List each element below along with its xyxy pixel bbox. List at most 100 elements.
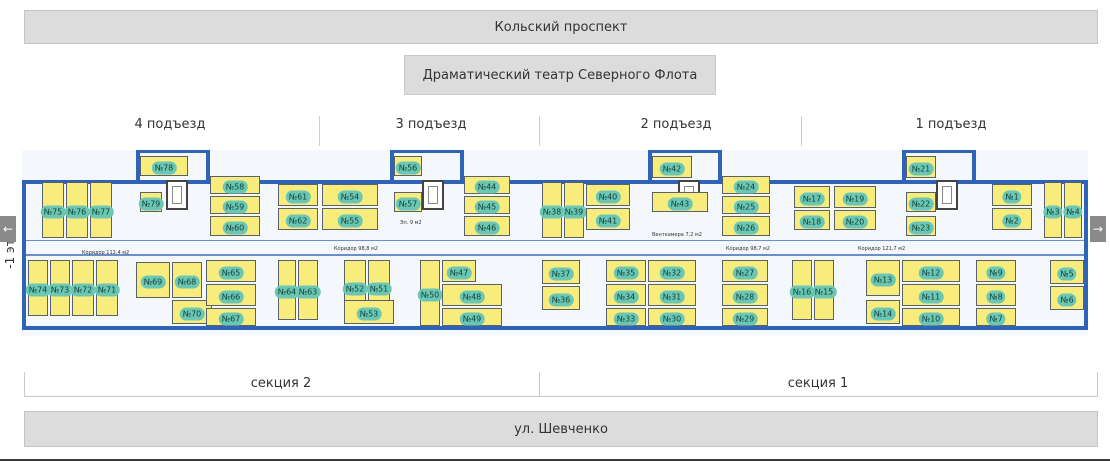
- apartment-number-badge[interactable]: №38: [539, 205, 565, 219]
- apartment-number-badge[interactable]: №27: [732, 266, 758, 280]
- entrance-3-label: 3 подъезд: [395, 117, 467, 132]
- apartment-number-badge[interactable]: №39: [561, 205, 587, 219]
- plan-wall: [902, 150, 976, 153]
- apartment-number-badge[interactable]: №36: [548, 293, 574, 307]
- apartment-number-badge[interactable]: №42: [659, 162, 685, 176]
- apartment-number-badge[interactable]: №1: [1002, 190, 1022, 204]
- apartment-number-badge[interactable]: №23: [908, 221, 934, 235]
- apartment-number-badge[interactable]: №59: [222, 200, 248, 214]
- apartment-number-badge[interactable]: №72: [70, 283, 96, 297]
- apartment-number-badge[interactable]: №57: [395, 197, 421, 211]
- apartment-number-badge[interactable]: №18: [799, 215, 825, 229]
- apartment-number-badge[interactable]: №46: [474, 221, 500, 235]
- apartment-number-badge[interactable]: №8: [986, 290, 1006, 304]
- plan-wall: [972, 150, 976, 184]
- apartment-number-badge[interactable]: №43: [667, 197, 693, 211]
- apartment-number-badge[interactable]: №44: [474, 180, 500, 194]
- plan-wall: [460, 150, 464, 184]
- corridor-label: Коридор 121,7 м2: [858, 246, 906, 252]
- apartment-number-badge[interactable]: №37: [548, 267, 574, 281]
- apartment-number-badge[interactable]: №19: [842, 192, 868, 206]
- next-floor-button[interactable]: →: [1090, 216, 1106, 242]
- apartment-number-badge[interactable]: №69: [140, 275, 166, 289]
- apartment-number-badge[interactable]: №52: [342, 282, 368, 296]
- apartment-number-badge[interactable]: №50: [417, 288, 443, 302]
- apartment-number-badge[interactable]: №74: [25, 283, 51, 297]
- apartment-number-badge[interactable]: №9: [986, 266, 1006, 280]
- apartment-number-badge[interactable]: №26: [733, 221, 759, 235]
- apartment-number-badge[interactable]: №4: [1063, 205, 1083, 219]
- apartment-number-badge[interactable]: №7: [986, 312, 1006, 326]
- stairwell: [166, 180, 188, 210]
- apartment-number-badge[interactable]: №66: [218, 290, 244, 304]
- corridor-label: Коридор 112,4 м2: [82, 250, 130, 256]
- corridor-label: Эл. 9 м2: [400, 220, 422, 226]
- apartment-number-badge[interactable]: №2: [1002, 214, 1022, 228]
- apartment-number-badge[interactable]: №63: [295, 285, 321, 299]
- apartment-number-badge[interactable]: №20: [842, 215, 868, 229]
- apartment-number-badge[interactable]: №47: [446, 266, 472, 280]
- section-bracket: [1097, 372, 1098, 396]
- apartment-number-badge[interactable]: №53: [356, 307, 382, 321]
- apartment-number-badge[interactable]: №17: [799, 192, 825, 206]
- apartment-number-badge[interactable]: №40: [595, 190, 621, 204]
- apartment-number-badge[interactable]: №77: [88, 205, 114, 219]
- apartment-number-badge[interactable]: №6: [1057, 293, 1077, 307]
- apartment-number-badge[interactable]: №78: [151, 161, 177, 175]
- entrance-divider: [801, 116, 802, 146]
- stairwell: [422, 180, 444, 210]
- apartment-number-badge[interactable]: №62: [285, 214, 311, 228]
- entrance-2-label: 2 подъезд: [640, 117, 712, 132]
- apartment-number-badge[interactable]: №45: [474, 200, 500, 214]
- apartment-number-badge[interactable]: №32: [659, 266, 685, 280]
- apartment-number-badge[interactable]: №51: [366, 282, 392, 296]
- apartment-number-badge[interactable]: №12: [918, 266, 944, 280]
- apartment-number-badge[interactable]: №54: [337, 190, 363, 204]
- apartment-number-badge[interactable]: №79: [138, 197, 164, 211]
- apartment-number-badge[interactable]: №60: [222, 221, 248, 235]
- apartment-number-badge[interactable]: №3: [1043, 205, 1063, 219]
- apartment-number-badge[interactable]: №21: [908, 162, 934, 176]
- corridor-label: Венткамера 7,2 м2: [652, 232, 702, 238]
- apartment-number-badge[interactable]: №61: [285, 190, 311, 204]
- section-bracket: [24, 372, 25, 396]
- apartment-number-badge[interactable]: №76: [64, 205, 90, 219]
- apartment-number-badge[interactable]: №68: [174, 275, 200, 289]
- apartment-number-badge[interactable]: №28: [732, 290, 758, 304]
- section-bracket: [24, 396, 1098, 397]
- apartment-number-badge[interactable]: №29: [732, 312, 758, 326]
- apartment-number-badge[interactable]: №25: [733, 200, 759, 214]
- apartment-number-badge[interactable]: №10: [918, 312, 944, 326]
- plan-wall: [718, 150, 722, 184]
- section-2-label: секция 2: [250, 376, 312, 391]
- apartment-number-badge[interactable]: №15: [811, 285, 837, 299]
- apartment-number-badge[interactable]: №31: [659, 290, 685, 304]
- apartment-number-badge[interactable]: №33: [613, 312, 639, 326]
- apartment-number-badge[interactable]: №22: [908, 197, 934, 211]
- apartment-number-badge[interactable]: №71: [94, 283, 120, 297]
- apartment-number-badge[interactable]: №65: [218, 266, 244, 280]
- apartment-number-badge[interactable]: №41: [595, 214, 621, 228]
- apartment-number-badge[interactable]: №64: [274, 285, 300, 299]
- apartment-number-badge[interactable]: №75: [40, 205, 66, 219]
- apartment-number-badge[interactable]: №24: [733, 180, 759, 194]
- arrow-right-icon: →: [1092, 222, 1104, 236]
- apartment-number-badge[interactable]: №49: [459, 312, 485, 326]
- apartment-number-badge[interactable]: №73: [47, 283, 73, 297]
- apartment-number-badge[interactable]: №67: [218, 312, 244, 326]
- apartment-number-badge[interactable]: №13: [870, 273, 896, 287]
- prev-floor-button[interactable]: ←: [0, 216, 16, 242]
- apartment-number-badge[interactable]: №34: [613, 290, 639, 304]
- apartment-number-badge[interactable]: №55: [337, 214, 363, 228]
- apartment-number-badge[interactable]: №30: [659, 312, 685, 326]
- apartment-number-badge[interactable]: №11: [918, 290, 944, 304]
- apartment-number-badge[interactable]: №16: [789, 285, 815, 299]
- apartment-number-badge[interactable]: №35: [613, 266, 639, 280]
- apartment-number-badge[interactable]: №56: [395, 161, 421, 175]
- apartment-number-badge[interactable]: №70: [179, 307, 205, 321]
- apartment-number-badge[interactable]: №14: [870, 307, 896, 321]
- apartment-number-badge[interactable]: №48: [459, 290, 485, 304]
- apartment-number-badge[interactable]: №5: [1057, 267, 1077, 281]
- entrance-divider: [319, 116, 320, 146]
- apartment-number-badge[interactable]: №58: [222, 180, 248, 194]
